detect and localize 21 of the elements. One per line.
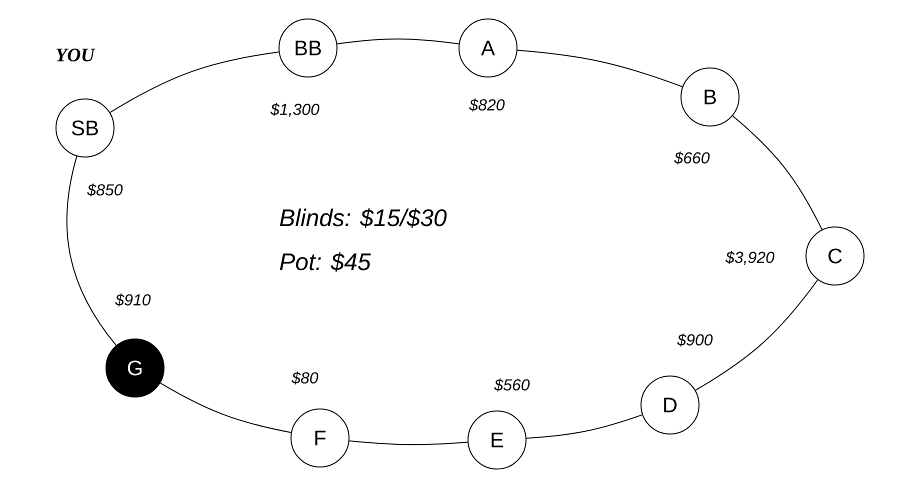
chip-stack-label: $660	[674, 152, 710, 164]
table-edge	[732, 115, 822, 230]
seat-label: YOU	[56, 48, 96, 62]
pot-info: Blinds: $15/$30	[280, 208, 447, 228]
chip-stack-label: $820	[469, 98, 505, 112]
table-edge	[66, 156, 117, 346]
table-edge	[695, 279, 818, 391]
table-edge	[526, 414, 643, 439]
table-edge	[348, 440, 468, 446]
chip-stack-label: $910	[115, 294, 151, 306]
pot-info: Pot: $45	[280, 252, 371, 272]
chip-stack-label: $1,300	[270, 103, 320, 117]
table-edge	[160, 382, 292, 433]
table-edge	[110, 51, 280, 113]
chip-stack-label: $850	[87, 184, 123, 196]
chip-stack-label: $560	[494, 378, 530, 392]
chip-stack-label: $3,920	[725, 251, 774, 265]
table-edge	[336, 38, 460, 44]
table-edge	[516, 50, 683, 88]
chip-stack-label: $80	[292, 372, 318, 384]
chip-stack-label: $900	[677, 334, 713, 346]
